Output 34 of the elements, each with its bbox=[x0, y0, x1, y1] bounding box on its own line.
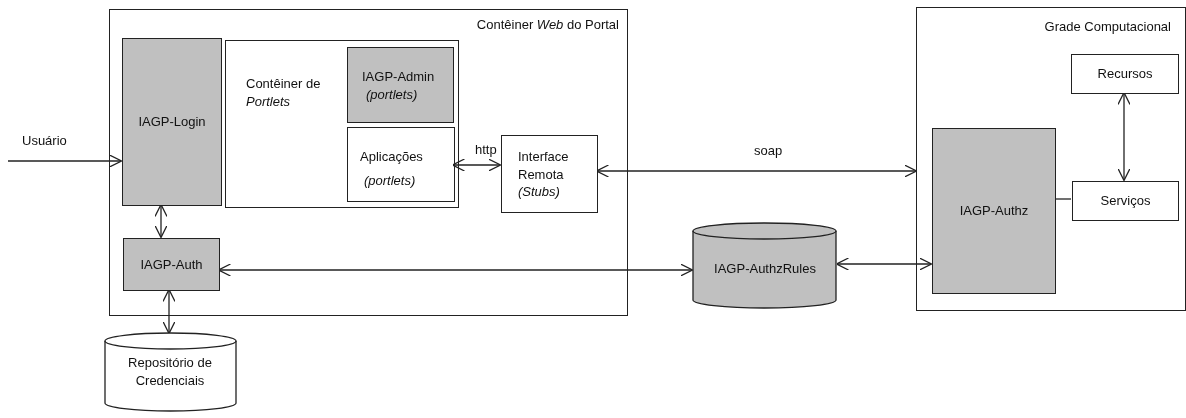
node-label: Serviços bbox=[1099, 192, 1152, 210]
arrow bbox=[7, 154, 123, 168]
container-box bbox=[109, 9, 628, 316]
node-label: IAGP-Auth bbox=[139, 255, 204, 274]
component-box bbox=[932, 128, 1056, 294]
component-box bbox=[1072, 181, 1179, 221]
node-label: Contêiner de Portlets bbox=[246, 75, 322, 111]
node-label: (portlets) bbox=[364, 172, 416, 190]
edge-label: Usuário bbox=[20, 133, 69, 148]
node-label: Recursos bbox=[1096, 65, 1154, 83]
node-label: Aplicações bbox=[360, 148, 423, 166]
node-label: Repositório de Credenciais bbox=[127, 354, 213, 390]
node-label: (portlets) bbox=[366, 86, 418, 104]
component-box bbox=[347, 127, 455, 202]
node-label: IAGP-Admin bbox=[362, 68, 435, 86]
node-label: Interface Remota (Stubs) bbox=[518, 148, 570, 201]
arrow bbox=[595, 164, 918, 178]
edge-label: http bbox=[473, 142, 499, 157]
arrow bbox=[835, 257, 933, 271]
arrow bbox=[451, 158, 502, 172]
container-box bbox=[225, 40, 459, 208]
component-box bbox=[122, 38, 222, 206]
component-box bbox=[501, 135, 598, 213]
component-box bbox=[347, 47, 454, 123]
node-label: Grade Computacional bbox=[1044, 18, 1171, 36]
container-box bbox=[916, 7, 1186, 311]
node-label: IAGP-Login bbox=[137, 113, 207, 131]
arrow bbox=[1117, 91, 1131, 182]
node-label: IAGP-Authz bbox=[958, 202, 1030, 220]
component-box bbox=[1071, 54, 1179, 94]
component-box bbox=[123, 238, 220, 291]
connector-line bbox=[1054, 198, 1072, 200]
node-label: Contêiner Web do Portal bbox=[476, 16, 619, 34]
node-label: IAGP-AuthzRules bbox=[713, 260, 817, 278]
